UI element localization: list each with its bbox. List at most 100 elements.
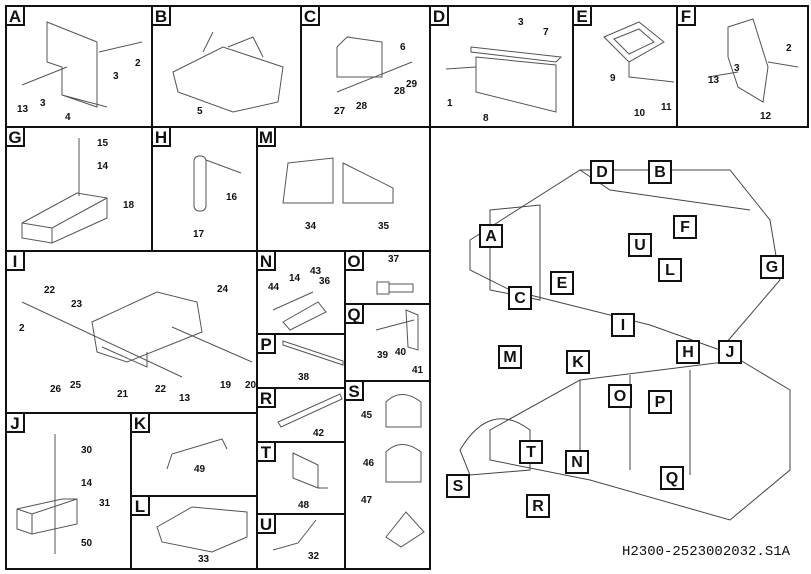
panel-label: B [151, 5, 171, 26]
frame-plate-illustration [603, 21, 675, 83]
callout-j: J [718, 340, 742, 364]
panel-e: E 9 10 11 [572, 5, 678, 128]
panel-o: O 37 [344, 250, 431, 305]
part-number: 37 [388, 254, 400, 265]
part-number: 11 [661, 102, 672, 113]
callout-e: E [550, 271, 574, 295]
panel-p: P 38 [256, 333, 346, 389]
panel-label: Q [344, 303, 364, 324]
panel-label: L [130, 495, 150, 516]
part-number: 3 [518, 17, 524, 28]
part-number: 32 [308, 551, 320, 562]
part-number: 8 [483, 113, 489, 124]
part-number: 7 [543, 27, 549, 38]
panel-m: M 34 35 [256, 126, 431, 252]
part-number: 16 [226, 192, 238, 203]
panel-label: E [572, 5, 592, 26]
callout-b: B [648, 160, 672, 184]
part-number: 1 [447, 98, 453, 109]
part-number: 9 [610, 73, 616, 84]
part-number: 41 [412, 365, 424, 376]
panel-a: A 2 3 3 13 4 [5, 5, 153, 128]
panel-label: J [5, 412, 25, 433]
part-number: 3 [40, 98, 46, 109]
panel-label: H [151, 126, 171, 147]
callout-q: Q [660, 466, 684, 490]
part-number: 48 [298, 500, 310, 511]
callout-l: L [658, 258, 682, 282]
part-number: 19 [220, 380, 232, 391]
box-illustration [336, 36, 413, 93]
part-number: 46 [363, 458, 375, 469]
part-number: 28 [394, 86, 406, 97]
callout-g: G [760, 255, 784, 279]
chassis-illustration [156, 506, 248, 553]
part-number: 47 [361, 495, 373, 506]
callout-o: O [608, 384, 632, 408]
panel-n: N 44 14 43 36 [256, 250, 346, 335]
panel-label: P [256, 333, 276, 354]
part-number: 35 [378, 221, 390, 232]
part-number: 38 [298, 372, 310, 383]
panel-label: D [429, 5, 449, 26]
part-number: 14 [289, 273, 301, 284]
mount-frame-illustration [21, 291, 253, 378]
part-number: 14 [81, 478, 93, 489]
panel-l: L 33 [130, 495, 258, 570]
panel-label: K [130, 412, 150, 433]
part-number: 2 [19, 323, 25, 334]
rod-illustration [277, 393, 343, 428]
callout-u: U [628, 233, 652, 257]
callout-s: S [446, 474, 470, 498]
part-number: 50 [81, 538, 93, 549]
part-number: 13 [179, 393, 191, 404]
part-number: 15 [97, 138, 109, 149]
callout-r: R [526, 494, 550, 518]
part-number: 44 [268, 282, 280, 293]
part-number: 29 [406, 79, 418, 90]
callout-d: D [590, 160, 614, 184]
part-number: 42 [313, 428, 325, 439]
guards-illustration [385, 394, 425, 548]
part-number: 34 [305, 221, 317, 232]
part-number: 2 [135, 58, 141, 69]
part-number: 13 [708, 75, 720, 86]
part-number: 14 [97, 161, 109, 172]
part-number: 24 [217, 284, 229, 295]
panel-q: Q 39 40 41 [344, 303, 431, 382]
bar-illustration [282, 340, 344, 366]
panel-b: B 5 [151, 5, 302, 128]
part-number: 17 [193, 229, 205, 240]
callout-p: P [648, 390, 672, 414]
part-number: 3 [113, 71, 119, 82]
hose-illustration [272, 519, 317, 551]
panel-label: A [5, 5, 25, 26]
part-number: 6 [400, 42, 406, 53]
callout-c: C [508, 286, 532, 310]
part-number: 45 [361, 410, 373, 421]
part-number: 10 [634, 108, 646, 119]
panel-g: G 15 14 18 [5, 126, 153, 252]
panel-label: I [5, 250, 25, 271]
part-number: 21 [117, 389, 129, 400]
part-number: 23 [71, 299, 83, 310]
counterweight-illustration [16, 434, 78, 554]
tube-illustration [272, 291, 327, 331]
panel-u: U 32 [256, 513, 346, 570]
panel-label: M [256, 126, 276, 147]
drawing-number: H2300-2523002032.S1A [622, 544, 791, 560]
callout-k: K [566, 350, 590, 374]
part-number: 13 [17, 104, 29, 115]
panel-label: F [676, 5, 696, 26]
part-number: 49 [194, 464, 206, 475]
part-number: 26 [50, 384, 62, 395]
plate-illustration [445, 46, 563, 113]
part-number: 33 [198, 554, 210, 565]
panel-k: K 49 [130, 412, 258, 497]
panel-label: R [256, 387, 276, 408]
part-number: 22 [155, 384, 167, 395]
panel-r: R 42 [256, 387, 346, 443]
part-number: 30 [81, 445, 93, 456]
bracket-illustration [375, 309, 419, 351]
panel-label: G [5, 126, 25, 147]
